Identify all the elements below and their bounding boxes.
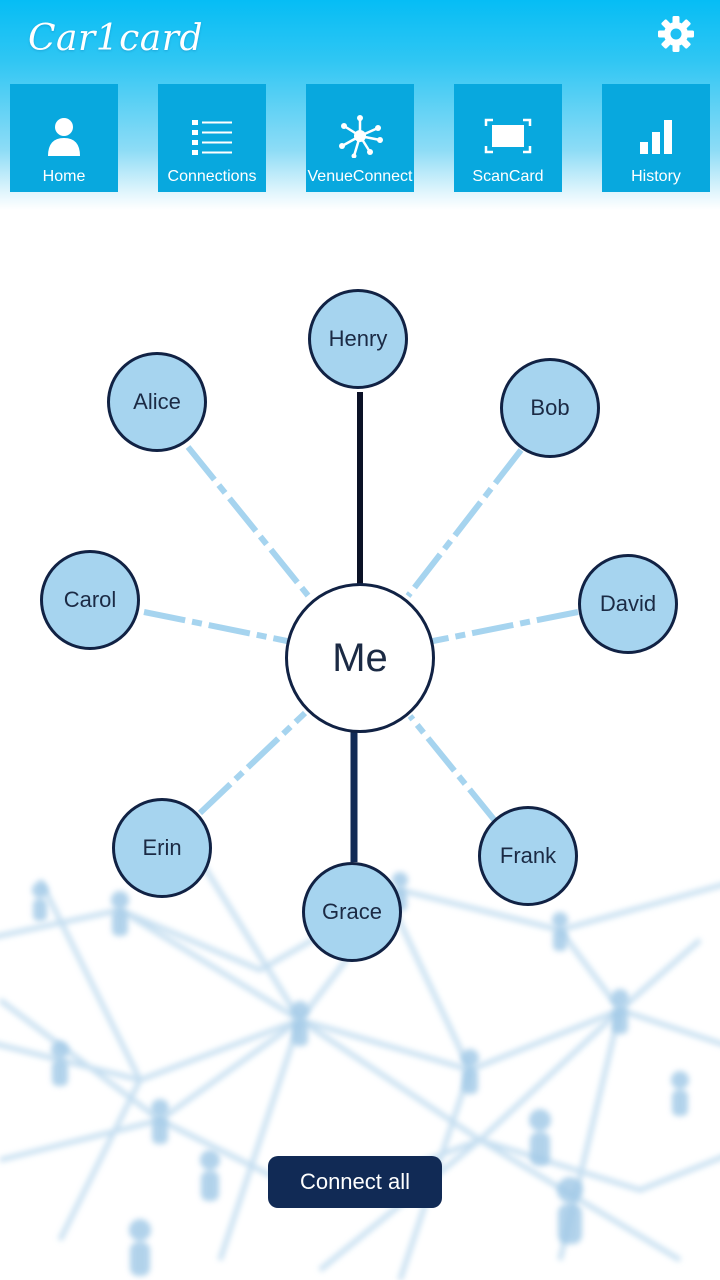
app-title: Car1card <box>28 18 203 59</box>
header: Car1card Home <box>0 0 720 210</box>
node-david[interactable]: David <box>578 554 678 654</box>
node-carol[interactable]: Carol <box>40 550 140 650</box>
node-bob[interactable]: Bob <box>500 358 600 458</box>
link-carol <box>143 609 288 644</box>
user-icon <box>48 118 80 156</box>
node-erin[interactable]: Erin <box>112 798 212 898</box>
scan-icon <box>484 118 532 154</box>
nav-item-label: History <box>631 168 681 185</box>
nav-item-venueconnect[interactable]: VenueConnect <box>306 84 414 192</box>
link-erin <box>197 710 308 816</box>
network-icon <box>339 115 383 158</box>
gear-icon <box>658 16 694 52</box>
node-henry[interactable]: Henry <box>308 289 408 389</box>
nav-item-label: Home <box>42 168 86 185</box>
nav-item-label: Connections <box>167 168 257 185</box>
settings-button[interactable] <box>652 10 700 58</box>
nav-item-home[interactable]: Home <box>10 84 118 192</box>
nav-item-label: ScanCard <box>472 168 544 185</box>
link-david <box>432 609 579 644</box>
node-grace[interactable]: Grace <box>302 862 402 962</box>
node-me[interactable]: Me <box>285 583 435 733</box>
link-alice <box>185 445 313 600</box>
connect-all-button[interactable]: Connect all <box>268 1156 442 1208</box>
link-bob <box>405 448 524 598</box>
nav-bar: Home Connections <box>10 84 710 192</box>
nav-item-scancard[interactable]: ScanCard <box>454 84 562 192</box>
bar-chart-icon <box>640 120 672 154</box>
node-frank[interactable]: Frank <box>478 806 578 906</box>
link-frank <box>407 714 499 824</box>
nav-item-history[interactable]: History <box>602 84 710 192</box>
list-icon <box>192 120 232 155</box>
background-network-image <box>0 858 720 1280</box>
node-alice[interactable]: Alice <box>107 352 207 452</box>
nav-item-label: VenueConnect <box>307 168 413 185</box>
nav-item-connections[interactable]: Connections <box>158 84 266 192</box>
